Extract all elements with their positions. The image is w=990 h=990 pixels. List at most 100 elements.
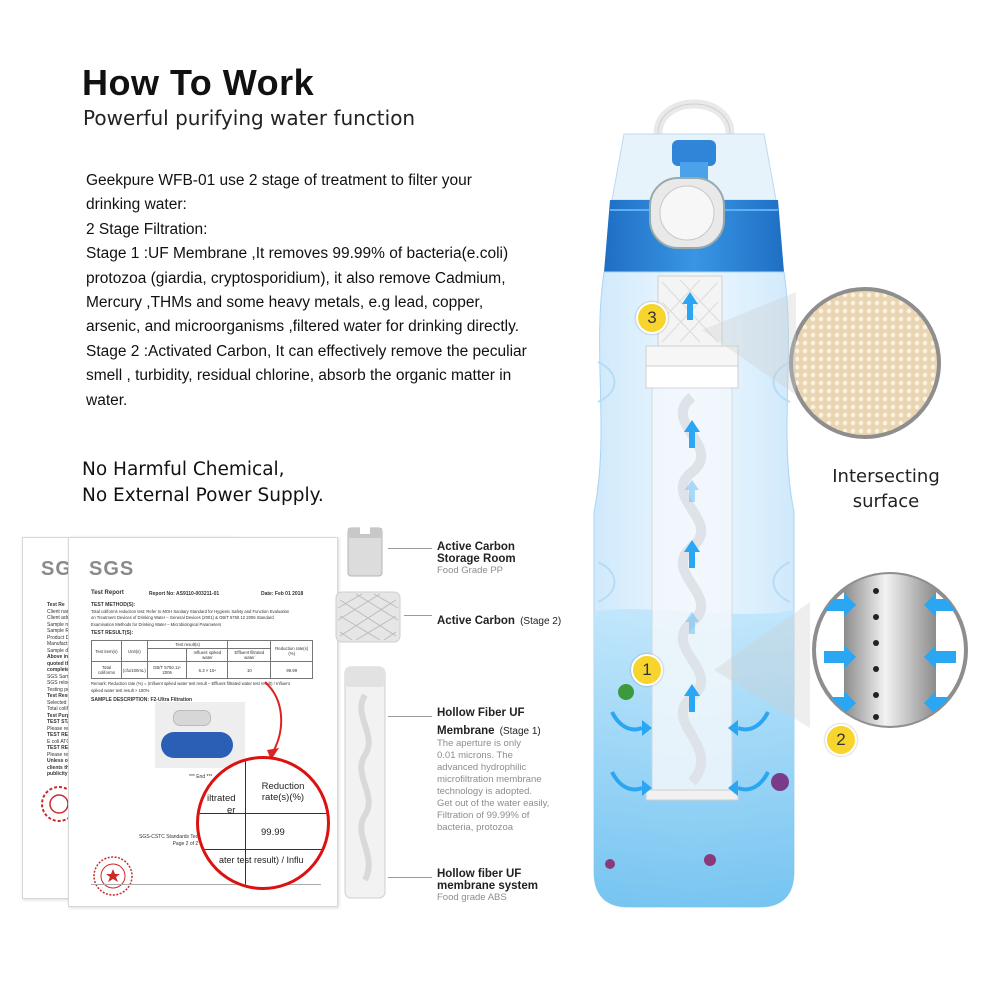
description-block: Geekpure WFB-01 use 2 stage of treatment…	[86, 169, 596, 413]
sgs-logo: SGS	[89, 558, 135, 580]
component-title: membrane system	[437, 880, 538, 892]
component-title: Active Carbon	[437, 615, 515, 627]
cert-back-line: Test Result	[47, 693, 74, 699]
zoom-bottom: ater test result) / Influ	[219, 855, 304, 865]
claims-block: No Harmful Chemical, No External Power S…	[82, 457, 324, 509]
filter-cartridge-photo	[173, 710, 211, 726]
cert-back-line: quoted the	[47, 660, 73, 667]
component-storage-room	[347, 522, 383, 577]
cert-back-line: publicity	[47, 771, 68, 777]
method-line: on Treatment Devices of Drinking Water –…	[91, 615, 274, 620]
cert-back-line: Test Purp	[47, 712, 70, 719]
arrow-up-icon	[682, 292, 700, 712]
report-date: Date: Feb 01 2018	[261, 591, 304, 597]
surface-label-line: Intersecting	[832, 466, 940, 487]
end-mark: *** End ***	[189, 774, 213, 780]
leader-line	[388, 877, 432, 878]
cert-stamp	[93, 856, 133, 896]
sample-photo	[155, 702, 245, 768]
results-heading: TEST RESULT(S):	[91, 630, 134, 636]
component-note-line: Filtration of 99.99% of	[437, 810, 530, 821]
cert-back-line: SGS Samp	[47, 673, 73, 680]
cert-back-line: SGS reloca	[47, 680, 73, 686]
leader-line	[404, 615, 432, 616]
badge-stage-3: 3	[636, 302, 668, 334]
component-active-carbon	[335, 591, 401, 643]
footer-line: SGS-CSTC Standards Technical Services	[139, 834, 232, 840]
component-label-membrane: Hollow Fiber UF Membrane (Stage 1) The a…	[437, 707, 549, 834]
surface-label: Intersecting surface	[826, 464, 946, 514]
component-note-line: technology is adopted.	[437, 786, 533, 797]
component-label-system: Hollow fiber UF membrane system Food gra…	[437, 868, 538, 904]
component-note-line: 0.01 microns. The	[437, 750, 513, 761]
table-header: Unit(s)	[120, 640, 148, 662]
cert-back-line: TEST REQ	[47, 732, 73, 738]
table-cell: GB/T 5750.12-2006	[146, 661, 188, 679]
component-label-carbon: Active Carbon (Stage 2)	[437, 609, 561, 628]
zoom-header: Reduction rate(s)(%)	[261, 781, 305, 803]
zoom-value: 99.99	[261, 827, 285, 838]
cert-back-line: Please refe	[47, 725, 73, 732]
cert-back-line: Above info	[47, 654, 73, 660]
cert-back-line: Test Re	[47, 602, 65, 608]
table-group-header: Test result(s)	[146, 640, 229, 649]
component-note-line: bacteria, protozoa	[437, 822, 514, 833]
surface-label-line: surface	[852, 491, 920, 512]
table-cell: (cfu/100mL)	[120, 661, 148, 679]
cert-back-line: TEST RES	[47, 745, 72, 751]
description-line: Geekpure WFB-01 use 2 stage of treatment…	[86, 172, 472, 189]
methods-heading: TEST METHOD(S):	[91, 602, 136, 608]
table-cell: 10	[227, 661, 272, 679]
component-title: Storage Room	[437, 553, 516, 565]
table-header: Effluent filtrated water	[227, 648, 272, 662]
component-title: Hollow Fiber UF	[437, 707, 525, 719]
report-number: Report No: AS9110-003211-01	[149, 591, 220, 597]
badge-stage-1: 1	[631, 654, 663, 686]
page-subtitle: Powerful purifying water function	[83, 106, 416, 130]
table-header: Reduction rate(s)(%)	[270, 640, 313, 662]
cert-footer-rule	[91, 884, 321, 885]
component-title: Active Carbon	[437, 541, 515, 553]
highlight-arrow	[264, 681, 283, 760]
component-title-suffix: (Stage 2)	[520, 616, 562, 627]
table-cell: 6.3 × 10⁴	[186, 661, 229, 679]
zoom-grid-h2	[199, 849, 327, 850]
cert-back-line: Manufactur	[47, 641, 73, 647]
description-line: Stage 2 :Activated Carbon, It can effect…	[86, 342, 527, 360]
bottle-illustration	[593, 99, 795, 908]
table-cell: 99.99	[270, 661, 313, 679]
sample-description: SAMPLE DESCRIPTION: F2-Ultra Filtration	[91, 697, 193, 703]
cert-back-line: Sample na	[47, 621, 71, 628]
leader-line	[388, 548, 432, 549]
remark-line: Remark: Reduction rate (%) = (Influent s…	[91, 681, 290, 686]
cert-back-line: Please refe	[47, 751, 73, 758]
component-note-line: advanced hydrophilic	[437, 762, 527, 773]
cert-back-line: E coli ATCC	[47, 738, 74, 745]
zoom-pointer	[714, 602, 810, 728]
remark: Remark: Reduction rate (%) = (Influent s…	[91, 681, 290, 704]
zoom-left-bottom: er	[227, 805, 236, 816]
table-header: Influent spiked water	[186, 648, 229, 662]
zoom-membrane-tube	[812, 572, 968, 728]
badge-stage-2: 2	[825, 724, 857, 756]
cert-back-line: Client nam	[47, 608, 71, 615]
component-note-line: The aperture is only	[437, 738, 521, 749]
cert-back-line: Product D	[47, 634, 70, 641]
component-note-line: microfiltration membrane	[437, 774, 542, 785]
remark-line: spiked water test result × 100%	[91, 687, 150, 693]
description-line: water.	[86, 391, 128, 409]
zoom-pointer	[702, 292, 796, 395]
description-line: arsenic, and microorganisms ,filtered wa…	[86, 318, 520, 336]
component-hollow-fiber-membrane	[344, 666, 386, 899]
page-title: How To Work	[82, 62, 315, 103]
bacteria-icon	[605, 684, 789, 869]
method-line: Total coliforms reduction test: Refer to…	[91, 608, 290, 614]
component-note-line: Get out of the water easily,	[437, 798, 550, 809]
report-title: Test Report	[91, 590, 124, 596]
description-line: drinking water:	[86, 196, 187, 214]
table-header: Test item(s)	[91, 640, 122, 662]
component-title: Membrane	[437, 725, 495, 737]
blue-bottle-photo	[161, 732, 233, 758]
arrow-curved-icon	[610, 711, 770, 792]
test-methods: TEST METHOD(S): Total coliforms reductio…	[91, 602, 289, 637]
